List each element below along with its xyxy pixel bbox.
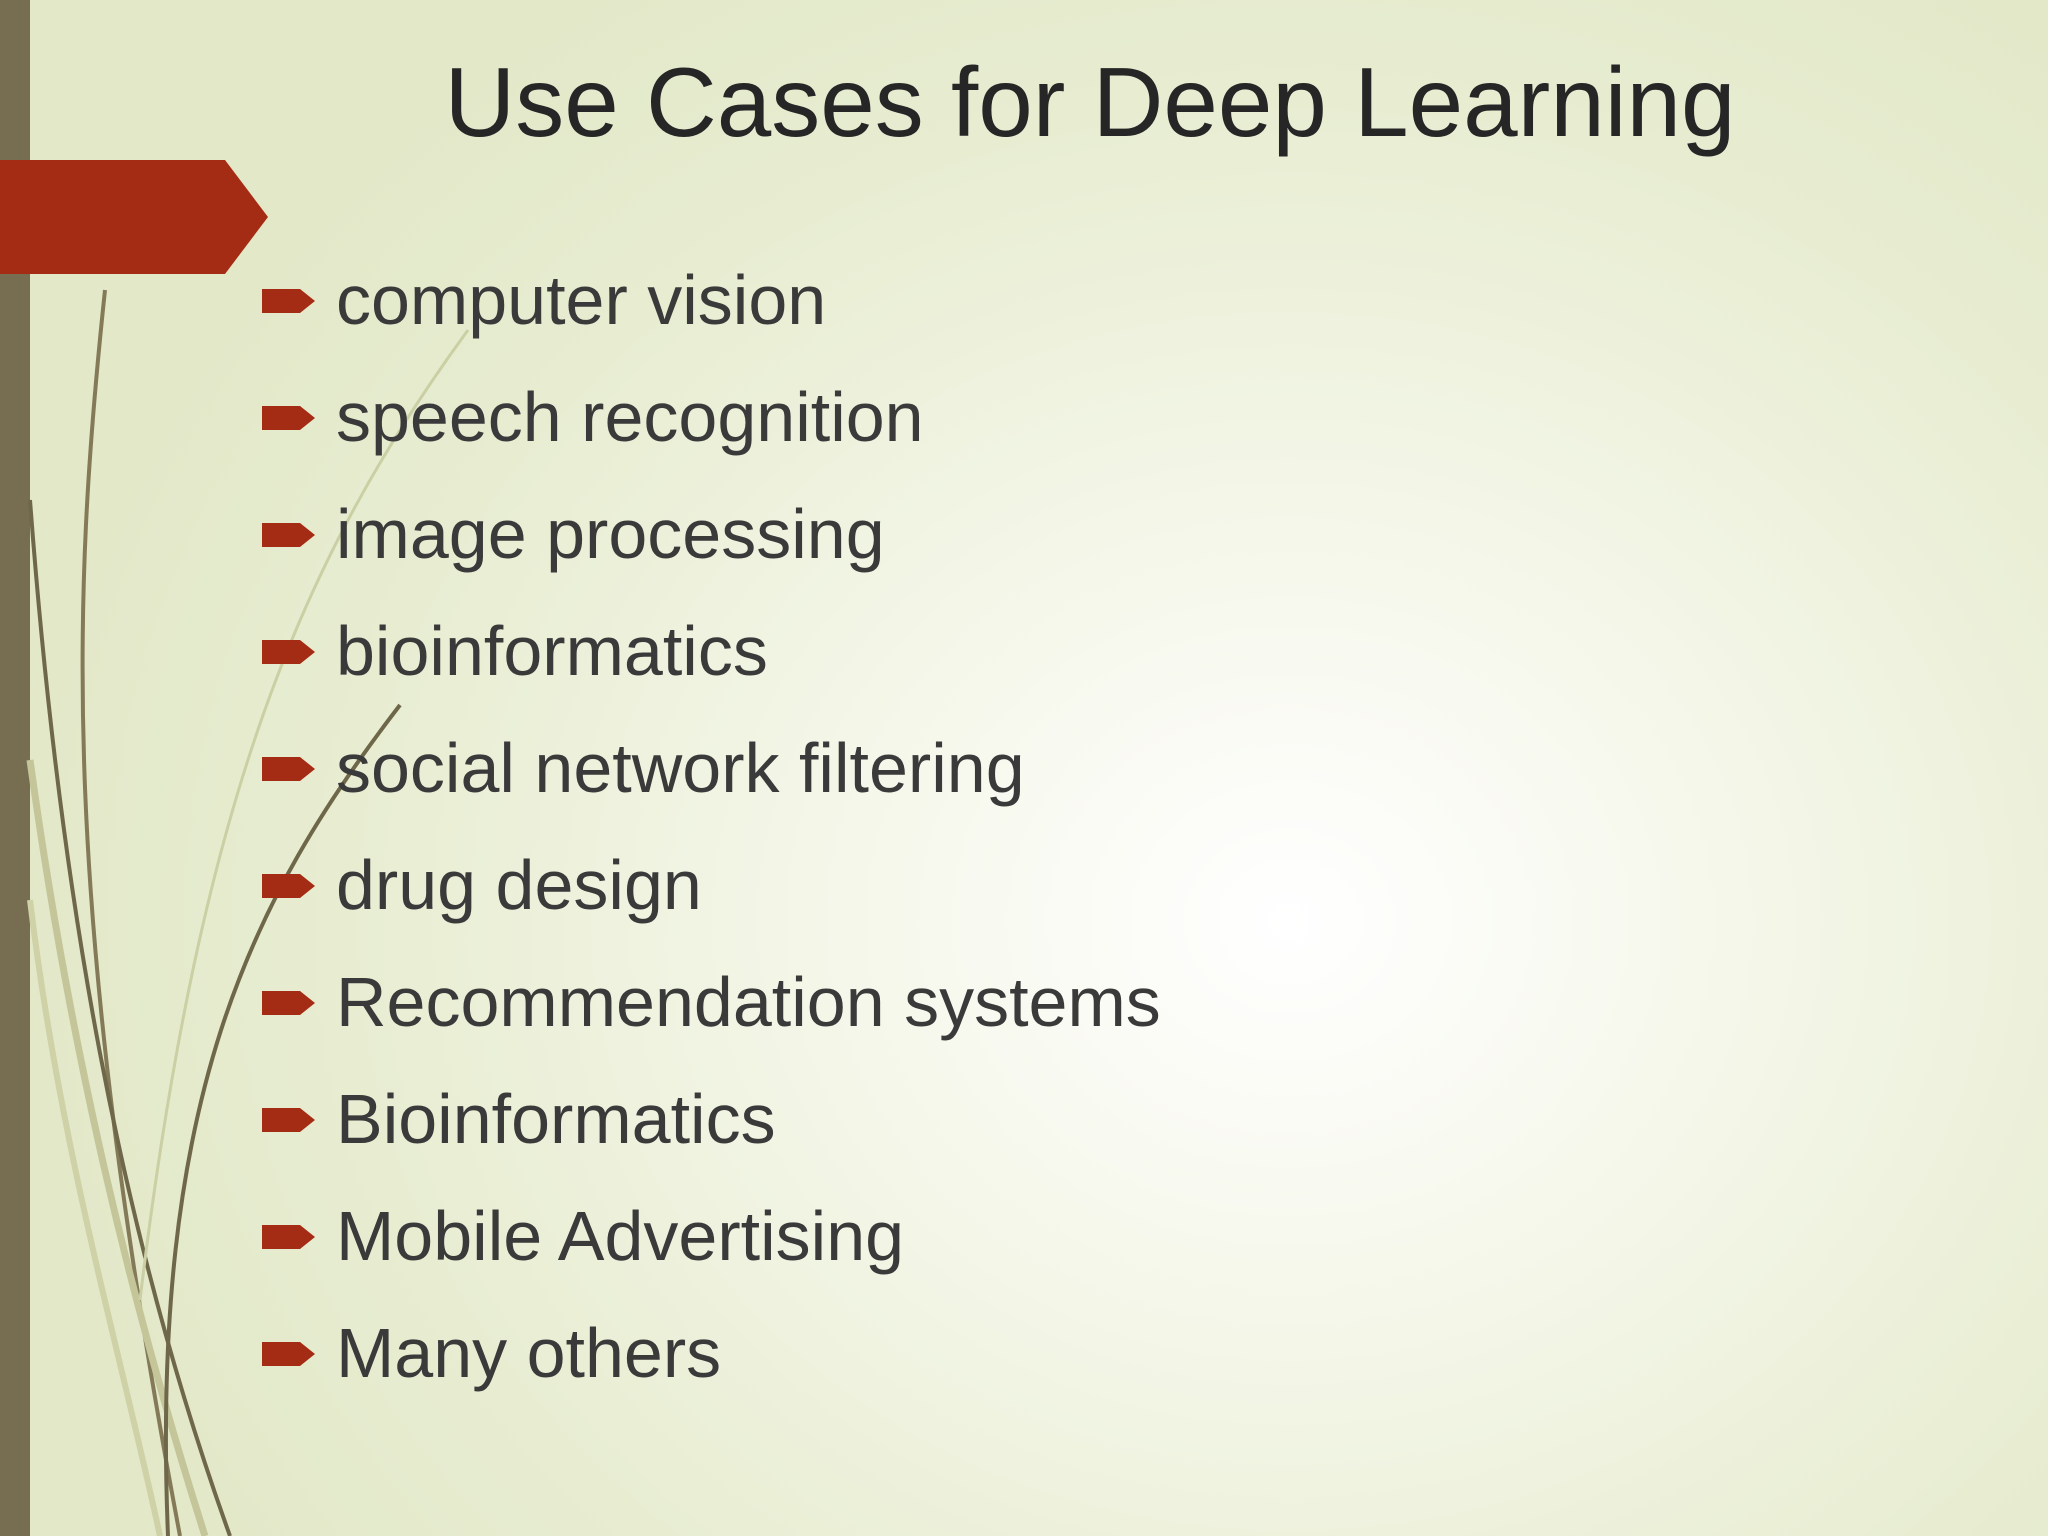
bullet-text: social network filtering	[336, 729, 1025, 807]
bullet-text: Bioinformatics	[336, 1080, 776, 1158]
slide-title: Use Cases for Deep Learning	[444, 47, 1736, 157]
bullet-item: Mobile Advertising	[262, 1178, 1161, 1295]
title-accent-tab	[0, 160, 268, 274]
bullet-item: bioinformatics	[262, 593, 1161, 710]
bullet-text: image processing	[336, 495, 885, 573]
arrow-tag-icon	[262, 288, 315, 313]
arrow-tag-icon	[262, 990, 315, 1015]
arrow-tag-icon	[262, 756, 315, 781]
bullet-text: computer vision	[336, 261, 827, 339]
bullet-item: computer vision	[262, 242, 1161, 359]
bullet-item: Bioinformatics	[262, 1061, 1161, 1178]
bullet-item: speech recognition	[262, 359, 1161, 476]
bullet-item: drug design	[262, 827, 1161, 944]
arrow-tag-icon	[262, 1224, 315, 1249]
bullet-item: Recommendation systems	[262, 944, 1161, 1061]
bullet-text: Mobile Advertising	[336, 1197, 905, 1275]
bullet-item: image processing	[262, 476, 1161, 593]
arrow-tag-icon	[262, 405, 315, 430]
bullet-text: Recommendation systems	[336, 963, 1161, 1041]
bullet-text: Many others	[336, 1314, 722, 1392]
bullet-item: social network filtering	[262, 710, 1161, 827]
bullet-list: computer vision speech recognition image p…	[262, 242, 1161, 1412]
arrow-tag-icon	[262, 873, 315, 898]
bullet-text: drug design	[336, 846, 702, 924]
arrow-tag-icon	[262, 522, 315, 547]
arrow-tag-icon	[262, 1341, 315, 1366]
arrow-tag-icon	[262, 639, 315, 664]
arrow-tag-icon	[262, 1107, 315, 1132]
bullet-text: speech recognition	[336, 378, 924, 456]
bullet-item: Many others	[262, 1295, 1161, 1412]
bullet-text: bioinformatics	[336, 612, 768, 690]
